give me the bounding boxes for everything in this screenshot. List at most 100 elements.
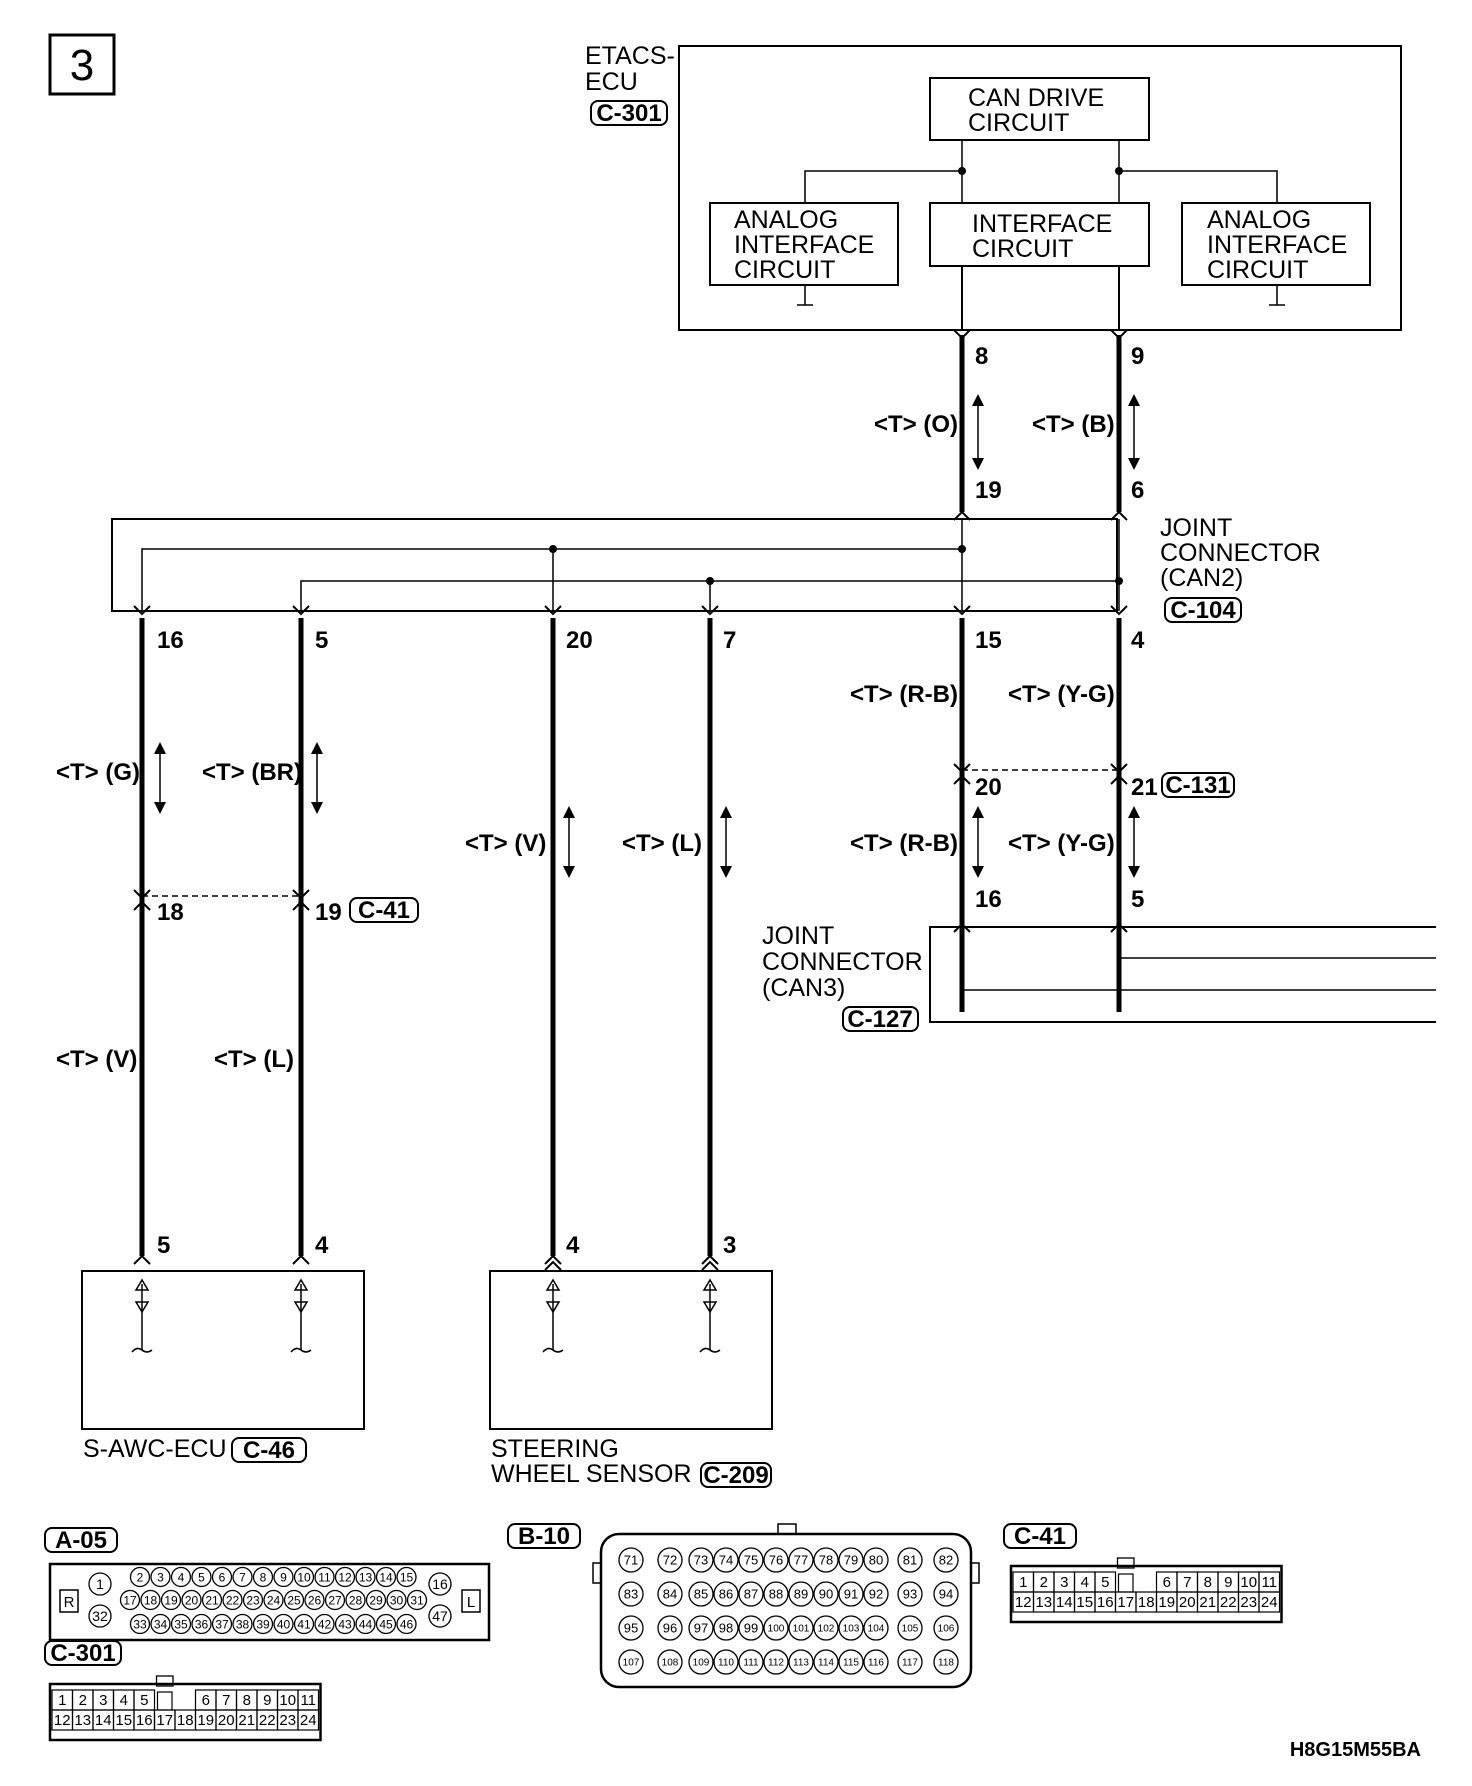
pin-can2-16: 16 — [157, 627, 184, 654]
wire-label-yg-1: <T> (Y-G) — [1008, 681, 1115, 708]
connector-pin-label: 92 — [869, 1587, 883, 1602]
connector-pin — [428, 1572, 452, 1596]
connector-pin-label: 74 — [719, 1553, 733, 1568]
connector-pin-label: 43 — [338, 1617, 352, 1631]
connector-pin-label: 80 — [869, 1553, 883, 1568]
connector-pin-label: 103 — [843, 1624, 860, 1635]
connector-pin-label: 39 — [256, 1617, 270, 1631]
connector-pin-label: 11 — [318, 1570, 331, 1584]
connector-pin — [838, 1547, 864, 1573]
connector-pin — [763, 1581, 789, 1607]
connector-pin-label: 73 — [694, 1553, 708, 1568]
connector-pin-label: 13 — [1035, 1594, 1052, 1611]
sws-connector-tag — [700, 1462, 772, 1488]
connector-pin — [657, 1615, 683, 1641]
analog-interface-left-box — [709, 202, 899, 286]
connector-pin — [813, 1615, 839, 1641]
c41v-label: C-41 — [1014, 1523, 1066, 1550]
a05-l-tag: L — [467, 1594, 475, 1611]
connector-pin-label: 96 — [663, 1621, 677, 1636]
connector-pin-label: 19 — [197, 1712, 214, 1729]
wire-label-rb-2: <T> (R-B) — [850, 830, 958, 857]
connector-pin-label: 91 — [844, 1587, 858, 1602]
connector-pin-label: 102 — [818, 1624, 835, 1635]
c131-tag — [1161, 772, 1235, 798]
s-awc-ecu-label: S-AWC-ECU — [83, 1435, 227, 1463]
connector-lock — [1117, 1573, 1134, 1593]
connector-pin-label: 22 — [259, 1712, 276, 1729]
wire-label-l-1: <T> (L) — [622, 830, 702, 857]
connector-pin — [813, 1547, 839, 1573]
connector-pin — [263, 1589, 284, 1611]
connector-pin-label: 114 — [818, 1658, 834, 1669]
b10-tag — [507, 1523, 581, 1549]
junction-dot — [958, 167, 966, 175]
page-number: 3 — [70, 41, 94, 90]
connector-pin — [150, 1613, 171, 1635]
connector-pin — [211, 1613, 233, 1635]
joint-connector-can3-box — [929, 926, 1436, 1023]
connector-pin-label: 95 — [624, 1621, 638, 1636]
wire-label-l-2: <T> (L) — [214, 1046, 294, 1073]
connector-pin-label: 104 — [868, 1624, 885, 1635]
connector-pin-label: 82 — [939, 1553, 953, 1568]
connector-pin — [334, 1566, 356, 1588]
page-number-box — [48, 33, 116, 96]
analog-right-3: CIRCUIT — [1207, 256, 1308, 284]
connector-pin-label: 19 — [1158, 1594, 1175, 1611]
connector-pin-label: 8 — [243, 1692, 251, 1709]
connector-pin-label: 117 — [902, 1658, 918, 1669]
connector-pin-label: 23 — [246, 1593, 260, 1607]
analog-interface-right-box — [1181, 202, 1371, 286]
pin-sws-3: 3 — [723, 1232, 736, 1259]
connector-pin-label: 21 — [205, 1593, 219, 1607]
connector-pin — [688, 1547, 714, 1573]
connector-pin — [88, 1572, 112, 1596]
connector-pin-label: 14 — [379, 1570, 393, 1584]
connector-pin — [273, 1613, 294, 1635]
sws-label-1: STEERING — [491, 1435, 619, 1463]
connector-chevrons — [133, 329, 1128, 1271]
pin-sws-4: 4 — [566, 1232, 580, 1259]
connector-pin — [150, 1566, 171, 1588]
connector-pin — [324, 1589, 346, 1611]
connector-pin-label: 111 — [743, 1658, 759, 1669]
connector-pin — [201, 1589, 223, 1611]
can2-label-3: (CAN2) — [1160, 564, 1243, 592]
etacs-name-1: ETACS- — [585, 42, 675, 70]
connector-pin — [211, 1566, 233, 1588]
dashed-links — [142, 769, 1119, 897]
can3-internal-bus — [961, 927, 1436, 991]
connector-pin-label: 29 — [369, 1593, 383, 1607]
c41v-tag — [1003, 1523, 1077, 1549]
pin-can2-6: 6 — [1131, 477, 1144, 504]
connector-pin-label: 32 — [92, 1608, 108, 1624]
b10-label: B-10 — [518, 1523, 570, 1550]
connector-pin — [242, 1589, 264, 1611]
connector-pin — [863, 1615, 889, 1641]
connector-pin — [738, 1581, 764, 1607]
connector-pin-label: 44 — [359, 1617, 373, 1631]
connector-pin — [688, 1649, 714, 1675]
connector-pin-label: 93 — [903, 1587, 917, 1602]
pin-can3-5: 5 — [1131, 886, 1144, 913]
connector-pin-label: 3 — [157, 1570, 164, 1584]
c41-tag — [349, 897, 419, 923]
connector-pin-label: 13 — [359, 1570, 373, 1584]
connector-pin — [365, 1589, 387, 1611]
connector-pin-label: 24 — [267, 1593, 281, 1607]
can3-label-2: CONNECTOR — [762, 948, 923, 976]
connector-pin — [314, 1613, 335, 1635]
pin-can2-7: 7 — [723, 627, 736, 654]
signal-arrows — [154, 394, 1140, 878]
connector-pin-label: 14 — [1056, 1594, 1073, 1611]
connector-pin-label: 28 — [349, 1593, 363, 1607]
connector-pin — [283, 1589, 305, 1611]
connector-pin-label: 12 — [1015, 1594, 1032, 1611]
a05-label: A-05 — [55, 1527, 107, 1554]
can3-label-3: (CAN3) — [762, 974, 845, 1002]
connector-pin — [252, 1613, 274, 1635]
connector-pin-label: 99 — [744, 1621, 758, 1636]
